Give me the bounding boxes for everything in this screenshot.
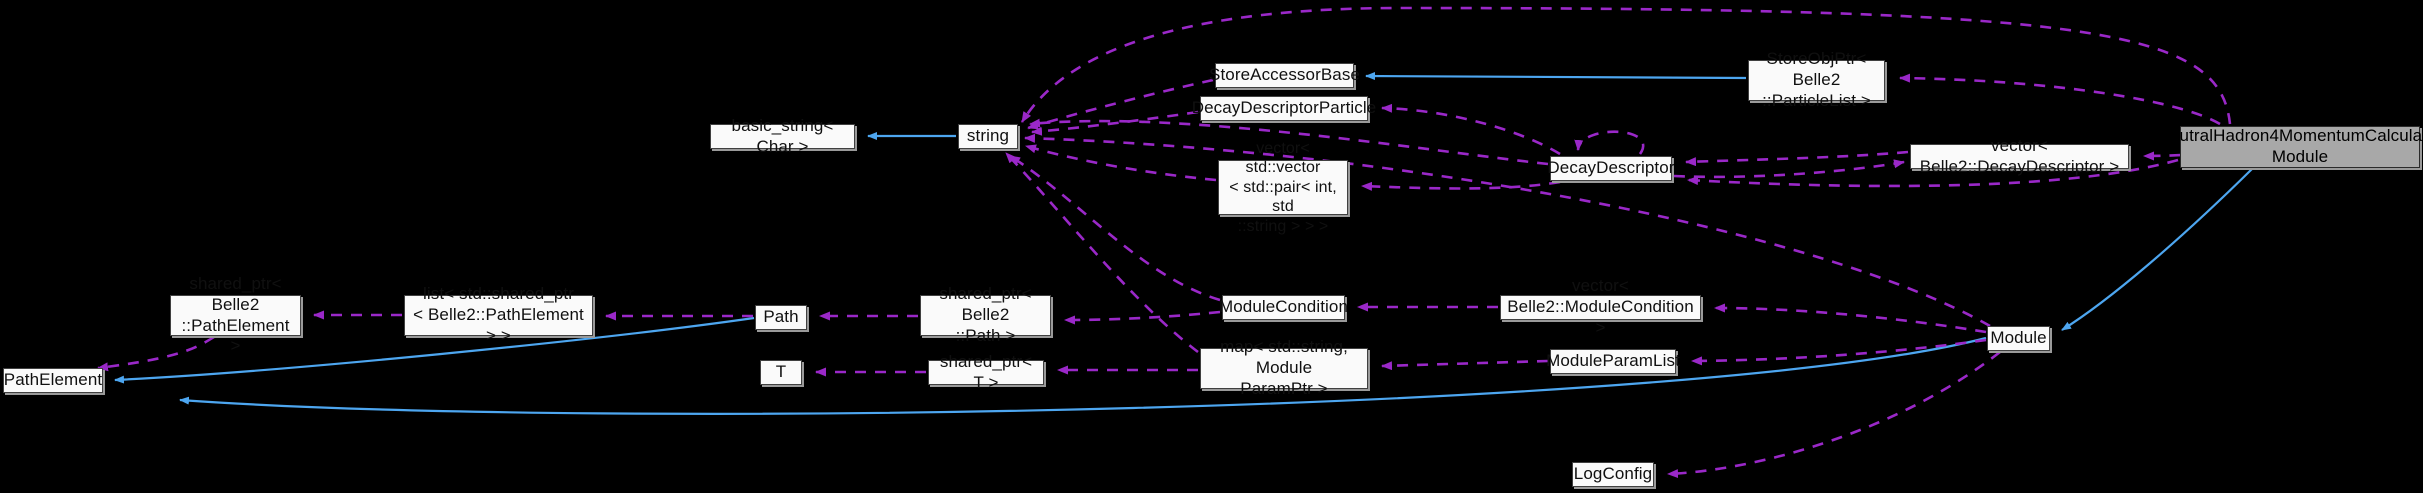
edge-target-to-string-long [1020, 6, 2232, 125]
node-vector-vector-pair-int-string[interactable]: vector< std::vector < std::pair< int, st… [1218, 140, 1348, 235]
edge-vec-decaydesc-to-decaydescriptor [1685, 150, 1909, 167]
edge-decaydescriptor-to-vec-decaydesc [1673, 159, 1905, 179]
edge-vec-vec-pair-to-string [1025, 144, 1217, 182]
node-decaydescriptorparticle[interactable]: DecayDescriptorParticle [1192, 96, 1376, 121]
node-module[interactable]: Module [1987, 326, 2050, 351]
node-modulecondition[interactable]: ModuleCondition [1219, 295, 1348, 320]
inheritance-edges [114, 72, 2254, 415]
edge-decaydescriptor-to-vec-vec-pair [1361, 180, 1561, 191]
edge-module-to-vec-modcond [1714, 303, 1987, 334]
edge-target-to-module [2061, 167, 2254, 331]
node-basic-string-char[interactable]: basic_string< Char > [710, 116, 855, 156]
edge-module-to-logconfig [1667, 350, 2001, 479]
node-neutralhadron4momentumcalculatormodule[interactable]: NeutralHadron4MomentumCalculator Module [2157, 126, 2423, 168]
node-list-shared-ptr-pathelement[interactable]: list< std::shared_ptr < Belle2::PathElem… [404, 284, 593, 345]
node-map-string-moduleparamptr[interactable]: map< std::string, Module ParamPtr > [1200, 337, 1368, 398]
node-vector-belle2-modulecondition[interactable]: vector< Belle2::ModuleCondition > [1500, 276, 1701, 337]
edge-modulecondition-to-shared-ptr-path [1064, 310, 1221, 325]
usage-edges [97, 6, 2232, 479]
node-moduleparamlist[interactable]: ModuleParamList [1546, 349, 1680, 374]
edge-modulecondition-to-string [1009, 154, 1221, 302]
edge-ddparticle-to-string [1031, 110, 1199, 136]
edge-storeobjptr-to-storeaccessorbase [1365, 72, 1747, 81]
edge-target-to-decaydescriptor [1687, 158, 2179, 188]
node-shared-ptr-belle2-path[interactable]: shared_ptr< Belle2 ::Path > [920, 284, 1051, 345]
edge-module-to-string [1024, 133, 1991, 328]
edge-target-to-storeobjptr [1899, 73, 2221, 126]
node-shared-ptr-belle2-pathelement[interactable]: shared_ptr< Belle2 ::PathElement > [170, 274, 301, 355]
edge-storeaccessorbase-to-string [1027, 78, 1214, 130]
node-shared-ptr-t[interactable]: shared_ptr< T > [928, 352, 1044, 392]
edge-module-to-moduleparamlist [1691, 338, 1987, 366]
edge-shared-ptr-pathelement-to-pathelement [97, 335, 215, 372]
node-path[interactable]: Path [755, 305, 807, 330]
edge-map-to-string [1005, 152, 1199, 354]
edge-moduleparamlist-to-map [1381, 359, 1549, 371]
edge-path-to-pathelement [114, 316, 755, 384]
edge-decaydescriptor-self-loop [1574, 130, 1645, 155]
node-t[interactable]: T [760, 360, 802, 385]
node-vector-belle2-decaydescriptor[interactable]: vector< Belle2::DecayDescriptor > [1910, 136, 2129, 176]
node-storeaccessorbase[interactable]: StoreAccessorBase [1209, 63, 1360, 88]
node-decaydescriptor[interactable]: DecayDescriptor [1547, 156, 1674, 181]
node-storeobjptr-belle2-particlelist[interactable]: StoreObjPtr< Belle2 ::ParticleList > [1748, 49, 1885, 110]
edge-module-to-pathelement [179, 336, 1987, 415]
node-string[interactable]: string [958, 124, 1018, 149]
node-logconfig[interactable]: LogConfig [1572, 462, 1654, 487]
edge-decaydescriptor-to-ddparticle [1381, 103, 1561, 156]
node-pathelement[interactable]: PathElement [3, 368, 103, 393]
